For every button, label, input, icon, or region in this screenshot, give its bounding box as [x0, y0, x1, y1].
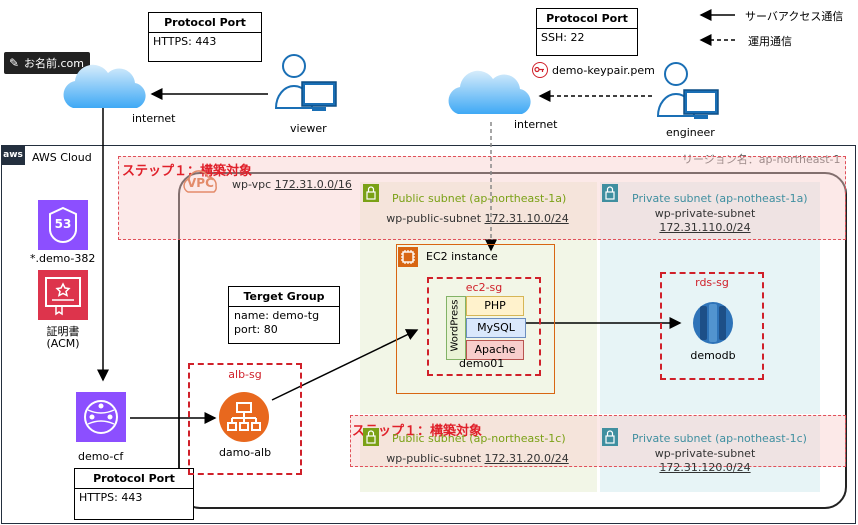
apache-box: Apache — [466, 340, 524, 360]
alb-label: damo-alb — [218, 446, 272, 459]
protocol-port-title: Protocol Port — [75, 469, 193, 489]
lock-icon — [602, 184, 618, 202]
internet-right-label: internet — [514, 118, 558, 131]
step1-band-top — [118, 156, 846, 240]
private-subnet-1a-cidr-wrap: 172.31.110.0/24 — [600, 221, 810, 234]
acm-label-line1: 証明書 — [46, 325, 80, 338]
protocol-port-title: Protocol Port — [537, 9, 637, 29]
route53-icon-text: 53 — [54, 217, 72, 231]
protocol-port-value: SSH: 22 — [541, 31, 585, 44]
step1-label-bottom: ステップ１：構築対象 — [352, 424, 483, 439]
acm-label-line2: (ACM) — [46, 337, 80, 350]
private-subnet-1a-name: wp-private-subnet — [654, 207, 756, 220]
rds-label: demodb — [690, 349, 736, 362]
protocol-port-value: HTTPS: 443 — [79, 491, 143, 504]
target-group-name: name: demo-tg — [234, 309, 320, 322]
internet-cloud-icon — [55, 62, 155, 112]
ec2-instance-box — [396, 244, 555, 394]
alb-security-group — [188, 363, 302, 475]
alb-sg-label: alb-sg — [228, 368, 262, 381]
lock-icon — [602, 428, 618, 446]
aws-cloud-container — [1, 145, 856, 524]
ec2-icon — [398, 247, 418, 267]
legend-server-access: サーバアクセス通信 — [745, 10, 844, 23]
private-subnet-1c — [600, 416, 820, 492]
ec2-label: EC2 instance — [426, 250, 498, 263]
php-box: PHP — [466, 296, 524, 316]
target-group-title: Terget Group — [229, 287, 339, 307]
protocol-port-box-top-left: Protocol Port HTTPS: 443 — [148, 12, 262, 62]
vpc-container — [178, 172, 847, 509]
route53-label: *.demo-382 — [30, 252, 96, 265]
ec2-security-group — [427, 277, 541, 376]
onamae-badge: ✎ お名前.com — [4, 52, 90, 74]
aws-cloud-label: AWS Cloud — [32, 151, 92, 164]
step1-label-top: ステップ１：構築対象 — [122, 164, 253, 179]
protocol-port-box-top-right: Protocol Port SSH: 22 — [536, 8, 638, 56]
public-subnet-1c — [360, 416, 597, 492]
lock-icon — [363, 428, 379, 446]
public-subnet-1c-text: wp-public-subnet 172.31.20.0/24 — [365, 452, 590, 465]
rds-security-group — [660, 272, 764, 380]
demo01-label: demo01 — [459, 357, 505, 370]
lock-icon — [363, 184, 379, 202]
target-group-box: Terget Group name: demo-tg port: 80 — [228, 286, 340, 344]
onamae-icon: ✎ — [8, 56, 20, 70]
internet-left-label: internet — [132, 112, 176, 125]
public-subnet-1c-title: Public subnet (ap-northeast-1c) — [392, 432, 566, 445]
viewer-label: viewer — [290, 122, 327, 135]
protocol-port-box-bottom: Protocol Port HTTPS: 443 — [74, 468, 194, 520]
public-subnet-1a-text: wp-public-subnet 172.31.10.0/24 — [365, 212, 590, 225]
onamae-label: お名前.com — [24, 57, 84, 70]
cloudfront-icon — [76, 392, 126, 442]
user-computer-icon — [274, 52, 338, 118]
private-subnet-1a-cidr: 172.31.110.0/24 — [659, 221, 751, 234]
keypair-label: demo-keypair.pem — [552, 64, 655, 77]
public-subnet-1a-title: Public subnet (ap-northeast-1a) — [392, 192, 567, 205]
vpc-cidr: 172.31.0.0/16 — [274, 178, 352, 191]
wordpress-label: WordPress — [449, 299, 461, 352]
user-computer-icon — [656, 60, 720, 126]
public-subnet-1a-name: wp-public-subnet — [386, 212, 482, 225]
wordpress-bar — [446, 296, 466, 360]
private-subnet-1c-title: Private subnet (ap-notheast-1c) — [632, 432, 807, 445]
legend-ops-comm: 運用通信 — [748, 35, 792, 48]
protocol-port-title: Protocol Port — [149, 13, 261, 33]
private-subnet-1c-name: wp-private-subnet — [654, 447, 756, 460]
target-group-port: port: 80 — [234, 323, 278, 336]
key-icon — [532, 62, 548, 78]
route53-icon — [38, 200, 88, 250]
vpc-icon-text: VPC — [187, 176, 214, 190]
cloudfront-label: demo-cf — [78, 450, 124, 463]
engineer-label: engineer — [666, 126, 715, 139]
vpc-icon — [180, 170, 222, 196]
private-subnet-1a — [600, 182, 820, 414]
mysql-box: MySQL — [466, 318, 526, 338]
internet-cloud-icon — [440, 68, 540, 118]
rds-sg-label: rds-sg — [695, 276, 729, 289]
public-subnet-1c-cidr: 172.31.20.0/24 — [484, 452, 569, 465]
private-subnet-1c-cidr: 172.31.120.0/24 — [659, 461, 751, 474]
database-icon — [690, 300, 736, 346]
vpc-label: wp-vpc 172.31.0.0/16 — [232, 178, 352, 191]
aws-cloud-badge: aws — [1, 145, 25, 165]
load-balancer-icon — [219, 392, 269, 442]
ec2-sg-label: ec2-sg — [465, 281, 503, 294]
private-subnet-1c-cidr-wrap: 172.31.120.0/24 — [600, 461, 810, 474]
vpc-name: wp-vpc — [232, 178, 272, 191]
certificate-icon — [38, 270, 88, 320]
protocol-port-value: HTTPS: 443 — [153, 35, 217, 48]
step1-band-bottom — [350, 415, 846, 467]
public-subnet-1c-name: wp-public-subnet — [386, 452, 482, 465]
public-subnet-1a-cidr: 172.31.10.0/24 — [484, 212, 569, 225]
private-subnet-1a-title: Private subnet (ap-notheast-1a) — [632, 192, 808, 205]
